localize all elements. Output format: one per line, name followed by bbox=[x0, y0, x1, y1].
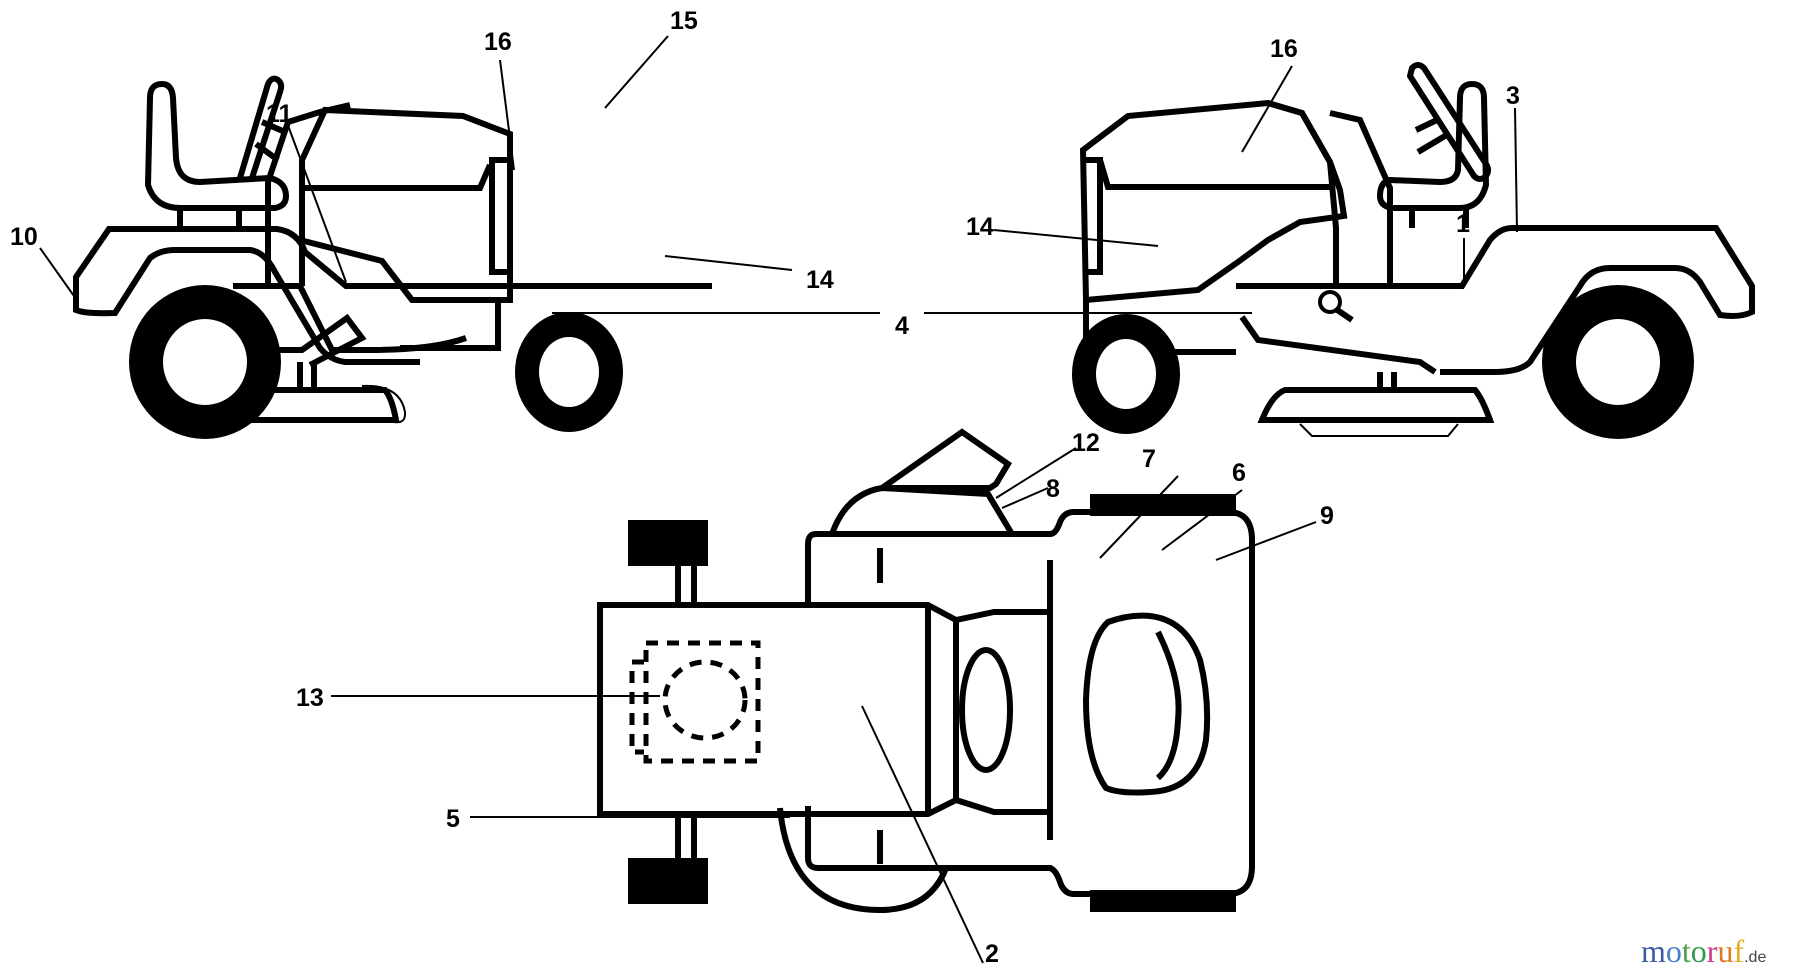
mid-section bbox=[955, 609, 1050, 815]
callout-16-right: 16 bbox=[1270, 35, 1298, 63]
watermark-logo: motoruf.de bbox=[1641, 933, 1766, 970]
fuel-cap-dashed bbox=[662, 659, 748, 741]
dash-panel bbox=[1267, 100, 1393, 286]
logo-letter: o bbox=[1690, 933, 1707, 969]
callout-14-left: 14 bbox=[806, 266, 834, 294]
logo-letter: f bbox=[1733, 933, 1745, 969]
leader-2 bbox=[861, 705, 984, 964]
seat bbox=[1377, 81, 1489, 211]
seat-outline-dashed bbox=[643, 640, 761, 764]
leader-11 bbox=[285, 119, 347, 283]
leader-14-left bbox=[664, 255, 793, 271]
deck-post bbox=[1377, 372, 1397, 390]
front-wheel-hub bbox=[539, 337, 599, 407]
callout-5: 5 bbox=[446, 805, 460, 833]
footrest bbox=[1239, 315, 1437, 375]
front-wheel-bottom bbox=[1090, 890, 1236, 912]
leader-3 bbox=[1514, 107, 1518, 233]
rear-fender bbox=[73, 226, 712, 292]
deck-post bbox=[297, 362, 317, 388]
front-wheel-top bbox=[1090, 494, 1236, 516]
mower-deck bbox=[1257, 387, 1495, 423]
rear-wheel-hub bbox=[163, 319, 247, 405]
callout-11: 11 bbox=[266, 100, 293, 128]
callout-14-right: 14 bbox=[966, 213, 994, 241]
leader-15 bbox=[604, 35, 669, 109]
deck-outline bbox=[805, 531, 1052, 871]
logo-letter: t bbox=[1681, 933, 1691, 969]
rear-wheel-bottom bbox=[628, 858, 708, 904]
rear-body bbox=[597, 602, 959, 817]
leader-14-right bbox=[993, 229, 1159, 247]
deck-arc bbox=[777, 807, 949, 914]
seat-tab-dashed bbox=[629, 659, 644, 755]
chute-base bbox=[829, 484, 1015, 536]
front-wheel-hub bbox=[1096, 339, 1156, 409]
leader-7 bbox=[1099, 475, 1179, 559]
footrest bbox=[255, 313, 367, 368]
hood-top bbox=[1048, 509, 1255, 897]
seat-post bbox=[1409, 208, 1469, 228]
callout-12: 12 bbox=[1072, 429, 1100, 457]
rear-wheel-top bbox=[628, 520, 708, 566]
left-side-view bbox=[73, 75, 712, 439]
leader-6 bbox=[1161, 489, 1243, 551]
callout-7: 7 bbox=[1142, 445, 1156, 473]
steering-column bbox=[1414, 117, 1447, 155]
hood-band bbox=[302, 163, 493, 191]
callout-4: 4 bbox=[895, 312, 909, 340]
deck-chute bbox=[361, 384, 407, 424]
leader-9 bbox=[1215, 521, 1317, 561]
grille bbox=[1083, 157, 1103, 275]
leader-16-left bbox=[499, 59, 515, 171]
steering-hub bbox=[959, 647, 1013, 773]
discharge-chute bbox=[872, 428, 1013, 491]
front-frame bbox=[400, 300, 501, 351]
callout-9: 9 bbox=[1320, 502, 1334, 530]
leader-10 bbox=[39, 247, 75, 297]
leader-8 bbox=[1001, 487, 1049, 509]
callout-15: 15 bbox=[670, 7, 698, 35]
callout-1: 1 bbox=[1456, 210, 1470, 238]
callout-2: 2 bbox=[985, 940, 999, 968]
callout-8: 8 bbox=[1046, 475, 1060, 503]
logo-letter: m bbox=[1641, 933, 1666, 969]
callout-16-left: 16 bbox=[484, 28, 512, 56]
callout-3: 3 bbox=[1506, 82, 1520, 110]
logo-suffix: .de bbox=[1744, 949, 1767, 966]
rear-axle bbox=[675, 558, 697, 860]
leader-16-right bbox=[1241, 65, 1293, 153]
callout-labels: 10 11 16 15 14 4 16 14 1 3 12 8 7 6 9 13… bbox=[10, 7, 1520, 968]
rear-wheel-hub bbox=[1576, 319, 1660, 405]
hood-band bbox=[1097, 159, 1334, 190]
right-side-view bbox=[1072, 62, 1755, 439]
lever-knob-ball bbox=[1318, 290, 1342, 314]
leader-12 bbox=[995, 447, 1077, 499]
headlight-lens bbox=[1155, 630, 1182, 781]
grille bbox=[489, 157, 513, 275]
steering-wheel bbox=[237, 75, 285, 181]
callout-13: 13 bbox=[296, 684, 324, 712]
logo-letter: o bbox=[1665, 933, 1682, 969]
logo-letter: r bbox=[1706, 933, 1718, 969]
logo-letter: u bbox=[1717, 933, 1734, 969]
headlight bbox=[1082, 612, 1211, 796]
callout-10: 10 bbox=[10, 223, 38, 251]
leader-lines bbox=[39, 35, 1518, 964]
top-view bbox=[597, 428, 1255, 914]
deck-skid bbox=[1299, 423, 1459, 437]
hood bbox=[1079, 99, 1348, 304]
callout-6: 6 bbox=[1232, 459, 1246, 487]
